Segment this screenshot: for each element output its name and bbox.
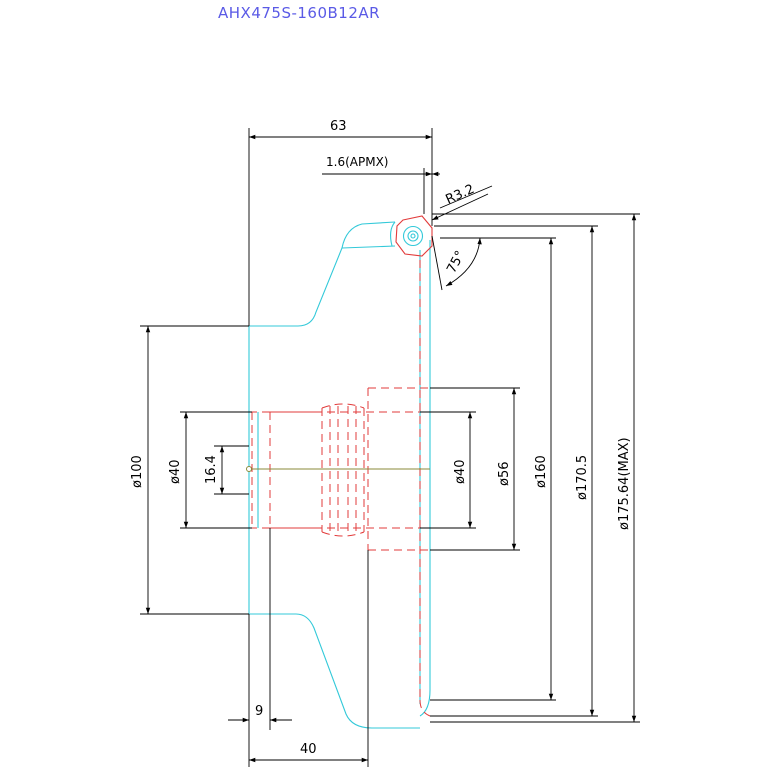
dim-40-bottom: 40 xyxy=(300,742,317,757)
hidden-lines xyxy=(249,260,431,717)
dim-dia-160: ø160 xyxy=(534,455,549,488)
dim-dia-100: ø100 xyxy=(130,455,145,488)
part-outline xyxy=(248,221,431,729)
insert-outline xyxy=(395,215,433,257)
dim-1-6-apmx: 1.6(APMX) xyxy=(326,155,388,169)
dim-dia-170-5: ø170.5 xyxy=(575,455,590,500)
dim-16-4: 16.4 xyxy=(204,455,219,484)
dim-63: 63 xyxy=(330,119,347,134)
dim-dia-175-64-max: ø175.64(MAX) xyxy=(617,437,632,530)
dim-9: 9 xyxy=(255,704,263,719)
dim-r3-2: R3.2 xyxy=(444,182,477,208)
dimension-lines xyxy=(140,128,640,767)
dim-dia-56: ø56 xyxy=(497,462,512,487)
dim-dia-40-right: ø40 xyxy=(453,460,468,485)
center-point xyxy=(246,466,252,472)
drawing-title: AHX475S-160B12AR xyxy=(218,4,380,22)
dim-dia-40-left: ø40 xyxy=(168,460,183,485)
